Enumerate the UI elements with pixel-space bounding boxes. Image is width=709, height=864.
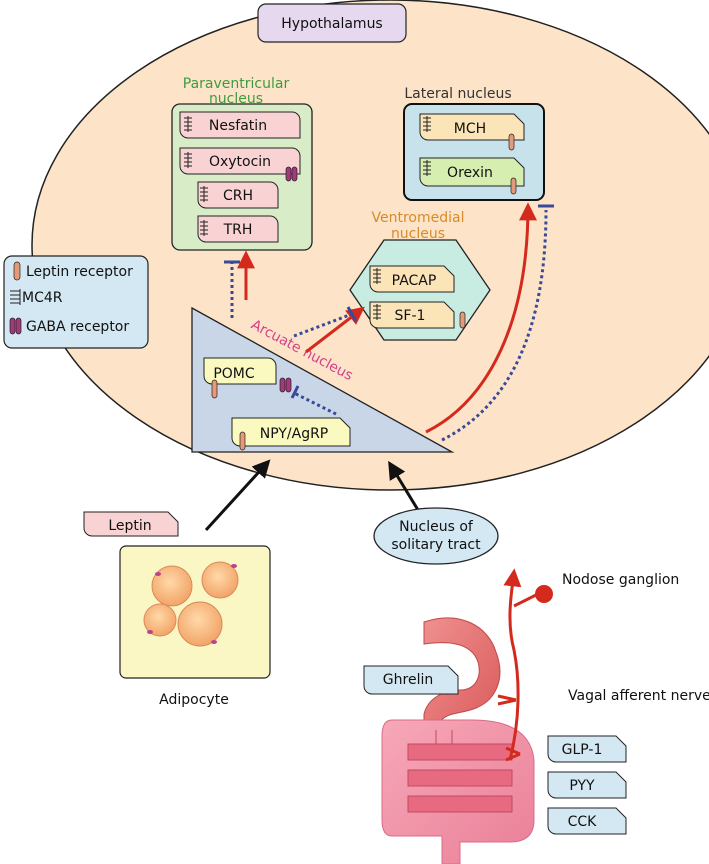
nts-label-line1: Nucleus of <box>399 519 474 535</box>
mc4r-icon <box>10 289 21 305</box>
glp1-tag <box>547 735 627 763</box>
vmn-neuron-sf1: SF-1 <box>369 301 466 329</box>
inhibitory-bar <box>346 306 358 322</box>
legend-box <box>3 255 149 349</box>
arcuate-neuron-npy-agrp: NPY/AgRP <box>231 417 351 451</box>
leptin-receptor-icon <box>211 379 218 399</box>
glp1-label: GLP-1 <box>562 742 603 758</box>
pvn-neuron-trh: TRH <box>197 215 279 243</box>
mc4r-icon <box>423 160 431 176</box>
mc4r-icon <box>200 220 208 236</box>
leptin-receptor-icon <box>13 261 21 281</box>
lateral-neuron-mch: MCH <box>419 113 525 151</box>
neuron-label: Orexin <box>447 165 493 181</box>
neuron-label: MCH <box>454 121 486 137</box>
mc4r-icon <box>373 268 381 284</box>
pyy-tag <box>547 771 627 799</box>
neuron-label: Nesfatin <box>209 118 267 134</box>
nodose-label: Nodose ganglion <box>562 572 679 588</box>
neuron-label: SF-1 <box>395 308 426 324</box>
legend-mc4r: MC4R <box>22 290 63 306</box>
lateral-label: Lateral nucleus <box>404 86 511 102</box>
leptin-label: Leptin <box>108 518 151 534</box>
ghrelin-tag <box>363 665 459 695</box>
nodose-connector <box>513 592 539 608</box>
mc4r-icon <box>184 152 192 168</box>
leptin-tag <box>83 511 179 537</box>
cck-label: CCK <box>568 814 598 830</box>
vagal-label: Vagal afferent nerve <box>568 688 709 704</box>
arcuate-to-vmn-inhibitory-line <box>293 312 353 338</box>
legend-leptin-receptor: Leptin receptor <box>26 264 133 280</box>
lateral-neuron-orexin: Orexin <box>419 157 525 195</box>
leptin-receptor-icon <box>508 133 515 151</box>
hypothalamus-title-box <box>257 3 407 43</box>
gaba-receptor-icon <box>291 166 298 182</box>
gut-illustration <box>381 617 535 864</box>
cck-tag <box>547 807 627 835</box>
mc4r-icon <box>423 116 431 132</box>
neuron-label: CRH <box>223 188 253 204</box>
neuron-label: Oxytocin <box>209 154 271 170</box>
vmn-label-line2: nucleus <box>391 226 445 242</box>
pvn-label-line1: Paraventricular <box>183 76 290 92</box>
neuron-label: POMC <box>213 366 255 382</box>
neuron-label: PACAP <box>392 273 437 289</box>
arcuate-to-lateral-stimulatory-arrow <box>425 202 537 434</box>
ghrelin-label: Ghrelin <box>383 672 433 688</box>
pvn-neuron-nesfatin: Nesfatin <box>179 111 301 139</box>
fat-cell-icon <box>143 561 239 647</box>
pvn-box <box>171 103 313 251</box>
nts-label-line2: solitary tract <box>391 537 481 553</box>
hypothalamus-title: Hypothalamus <box>281 16 382 32</box>
vagal-nerve-path <box>503 568 522 761</box>
gaba-receptor-icon <box>15 317 22 335</box>
mc4r-icon <box>373 304 381 320</box>
nodose-ganglion-icon <box>535 585 553 603</box>
neuron-label: TRH <box>223 222 253 238</box>
gaba-receptor-icon <box>285 166 292 182</box>
adipocyte-to-arcuate-arrow <box>204 459 271 532</box>
pyy-label: PYY <box>569 778 595 794</box>
mc4r-icon <box>184 116 192 132</box>
leptin-receptor-icon <box>510 177 517 195</box>
leptin-receptor-icon <box>239 431 246 451</box>
arcuate-region <box>191 306 455 453</box>
inhibitory-bar <box>290 385 300 399</box>
vmn-neuron-pacap: PACAP <box>369 265 455 293</box>
nts-to-arcuate-arrow <box>388 460 420 511</box>
pvn-neuron-crh: CRH <box>197 181 279 209</box>
gaba-receptor-icon <box>285 377 292 393</box>
nts-ellipse <box>373 507 499 565</box>
neuron-label: NPY/AgRP <box>260 426 329 442</box>
vmn-label-line1: Ventromedial <box>372 210 465 226</box>
pvn-label-line2: nucleus <box>209 91 263 107</box>
pvn-neuron-oxytocin: Oxytocin <box>179 147 301 182</box>
adipocyte-label: Adipocyte <box>159 692 229 708</box>
arcuate-to-lateral-inhibitory-line <box>441 209 548 442</box>
arcuate-neuron-pomc: POMC <box>203 357 292 399</box>
npy-to-pomc-inhibitory-line <box>293 391 337 416</box>
gaba-receptor-icon <box>279 377 286 393</box>
mc4r-icon <box>200 186 208 202</box>
gaba-receptor-icon <box>9 317 16 335</box>
legend-gaba-receptor: GABA receptor <box>26 319 129 335</box>
gut-nerve-ending <box>505 746 521 762</box>
leptin-receptor-icon <box>459 311 466 329</box>
stomach-nerve-ending <box>497 694 517 706</box>
